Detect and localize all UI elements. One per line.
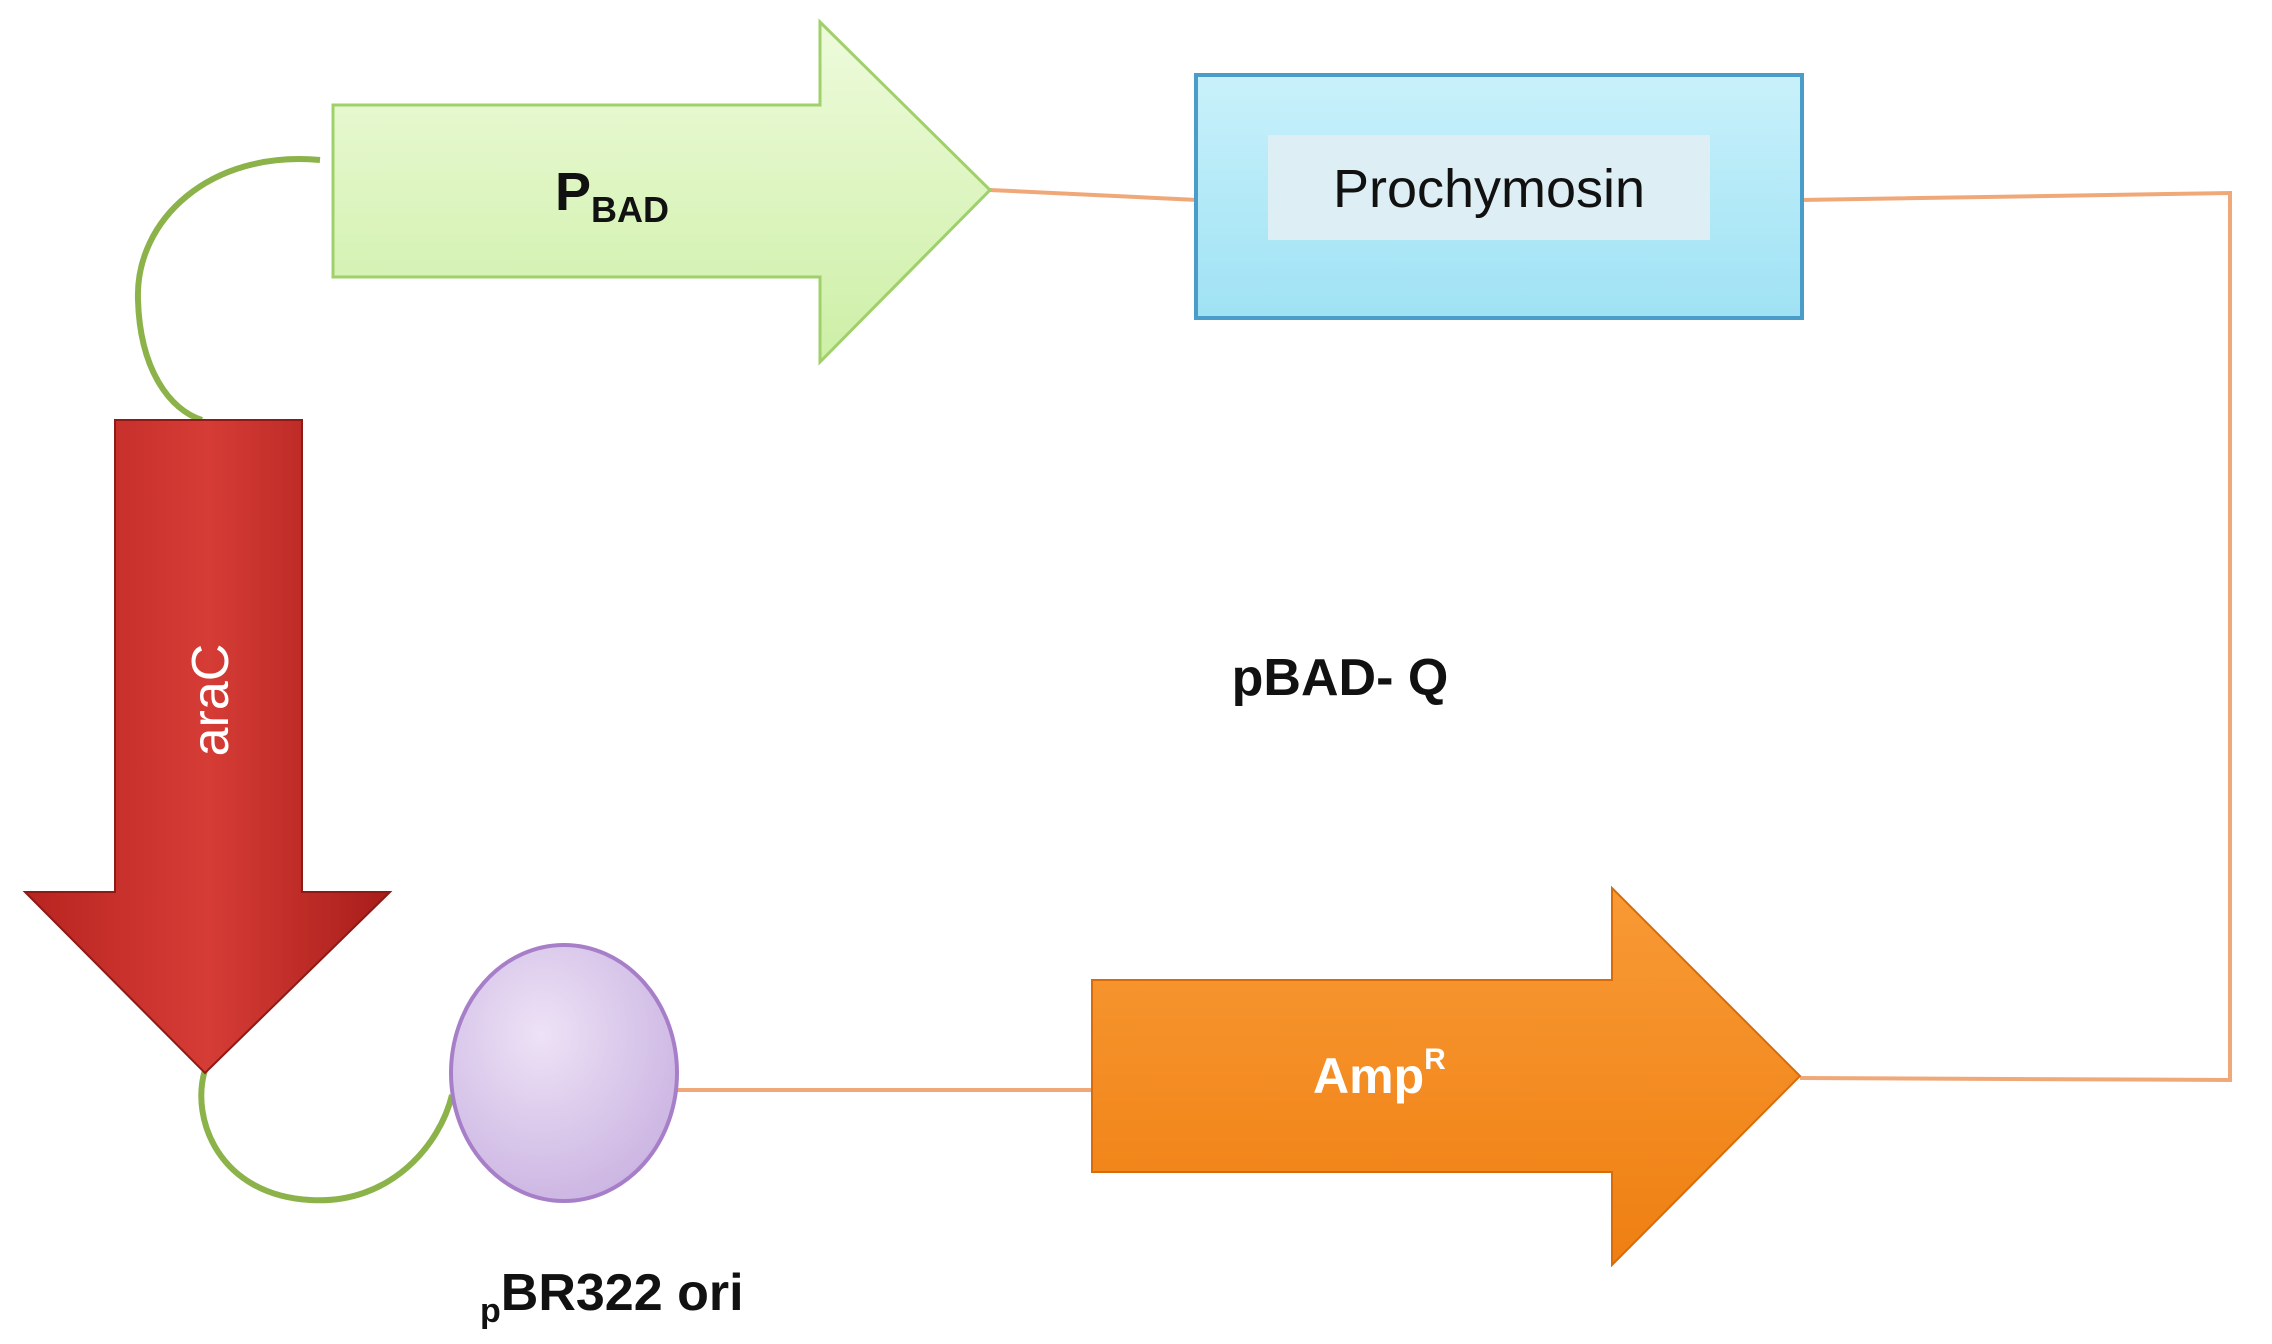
- gene-label-backdrop: [1268, 135, 1710, 240]
- origin-label-prefix: p: [480, 1292, 501, 1330]
- origin-circle: [449, 943, 679, 1203]
- plasmid-name-label: pBAD- Q: [1232, 649, 1449, 707]
- linker: [134, 156, 455, 1204]
- gene-box: Prochymosin: [1194, 73, 1804, 320]
- resistance-arrow: AmpR: [1091, 885, 1802, 1268]
- backbone-gene-to-right: [1799, 190, 2232, 1083]
- regulator-arrow: araC: [22, 419, 393, 1075]
- promoter-arrow: PBAD: [331, 18, 993, 366]
- linker-arc-bottom: [198, 1069, 455, 1204]
- regulator-label: araC: [182, 644, 240, 757]
- backbone-promoter-to-gene: [989, 188, 1199, 202]
- origin: pBR322 ori: [449, 943, 744, 1330]
- backbone: [676, 188, 2232, 1092]
- resistance-label-sup: R: [1424, 1043, 1446, 1076]
- origin-label: pBR322 ori: [480, 1264, 744, 1330]
- origin-label-main: BR322 ori: [501, 1264, 744, 1322]
- resistance-label: AmpR: [1313, 1043, 1446, 1104]
- linker-arc-top: [134, 156, 321, 423]
- regulator-arrow-shape: [22, 419, 393, 1075]
- promoter-label: PBAD: [555, 162, 669, 230]
- gene-label: Prochymosin: [1333, 159, 1645, 219]
- resistance-arrow-shape: [1091, 885, 1802, 1268]
- promoter-label-sub: BAD: [591, 189, 669, 230]
- promoter-arrow-shape: [331, 18, 993, 366]
